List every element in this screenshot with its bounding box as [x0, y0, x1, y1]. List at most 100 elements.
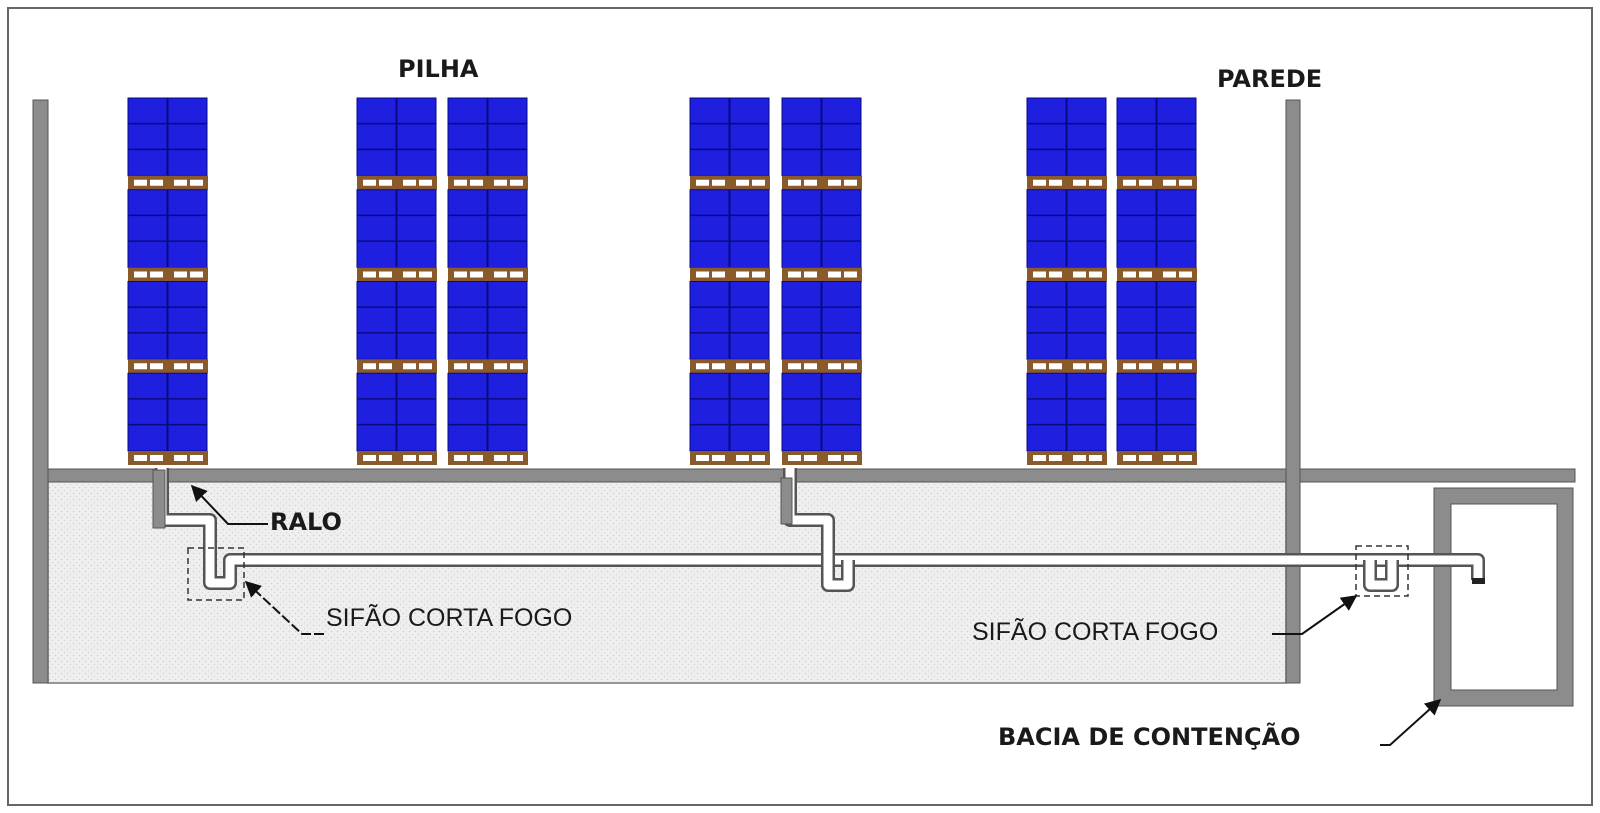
pallet-slot	[1049, 455, 1062, 461]
pallet-slot	[804, 179, 817, 186]
drum	[487, 281, 528, 360]
pallet	[782, 267, 862, 282]
pallet	[357, 451, 437, 465]
drum	[781, 372, 822, 452]
pallet-slot	[379, 363, 392, 370]
pallet-slot	[470, 455, 483, 461]
pallet-slot	[1049, 271, 1062, 278]
pallet-slot	[403, 179, 416, 186]
drum	[1116, 372, 1157, 452]
drum	[1156, 281, 1197, 360]
pallet-slot	[1163, 271, 1176, 278]
pallet-slot	[1139, 363, 1152, 370]
pallet-slot	[190, 179, 203, 186]
pallet-slot	[1139, 455, 1152, 461]
drum	[1026, 189, 1067, 268]
pallet	[128, 175, 208, 190]
pallet-slot	[1089, 271, 1102, 278]
pallet-slot	[736, 363, 749, 370]
pallet-slot	[379, 271, 392, 278]
pallet-slot	[752, 455, 765, 461]
drum	[781, 281, 822, 360]
drum	[1066, 97, 1107, 177]
pallet-slot	[804, 271, 817, 278]
pallet	[128, 267, 208, 282]
pallet-slot	[1073, 271, 1086, 278]
pallet-slot	[1033, 363, 1046, 370]
pallet-slot	[828, 455, 841, 461]
drum	[396, 189, 437, 268]
pallet	[782, 359, 862, 374]
pallet	[357, 175, 437, 190]
pallet	[1027, 267, 1107, 282]
pallet-slot	[712, 179, 725, 186]
pallet-slot	[363, 363, 376, 370]
drum	[447, 281, 488, 360]
drum	[1116, 189, 1157, 268]
pallet-slot	[1089, 363, 1102, 370]
drum	[1116, 281, 1157, 360]
pallet	[448, 175, 528, 190]
pallet-slot	[174, 179, 187, 186]
pallet	[690, 359, 770, 374]
pallet-slot	[403, 455, 416, 461]
pallet-slot	[150, 363, 163, 370]
pallet-slot	[510, 179, 523, 186]
drum-stack	[689, 97, 770, 465]
pallet-slot	[454, 455, 467, 461]
drum	[689, 97, 730, 177]
drum	[356, 189, 397, 268]
label-bacia: BACIA DE CONTENÇÃO	[998, 722, 1301, 751]
pallet	[448, 451, 528, 465]
drum	[781, 97, 822, 177]
pallet	[1117, 267, 1197, 282]
pallet-slot	[712, 455, 725, 461]
ralo-leader	[190, 484, 268, 525]
pallet	[1117, 175, 1197, 190]
label-pilha: PILHA	[398, 55, 479, 83]
drum	[1026, 97, 1067, 177]
drum	[396, 281, 437, 360]
drum	[689, 281, 730, 360]
drum	[127, 189, 168, 268]
pallet-slot	[379, 455, 392, 461]
pallet-slot	[736, 271, 749, 278]
drum	[821, 372, 862, 452]
pallet	[128, 451, 208, 465]
pallet-slot	[1179, 455, 1192, 461]
pallet-slot	[1033, 455, 1046, 461]
drum-stacks	[127, 97, 1197, 465]
pallet-slot	[1163, 363, 1176, 370]
pallet-slot	[419, 179, 432, 186]
pallet-slot	[828, 271, 841, 278]
right-wall	[1285, 99, 1301, 684]
pallet-slot	[419, 455, 432, 461]
drum	[1156, 189, 1197, 268]
pallet-slot	[1139, 179, 1152, 186]
pallet-slot	[712, 363, 725, 370]
pallet-slot	[1179, 179, 1192, 186]
pallet-slot	[696, 179, 709, 186]
drum	[689, 372, 730, 452]
pallet-slot	[788, 455, 801, 461]
pallet-slot	[736, 179, 749, 186]
pallet	[690, 175, 770, 190]
drum	[729, 189, 770, 268]
pallet-slot	[494, 363, 507, 370]
pallet-slot	[190, 271, 203, 278]
drum	[781, 189, 822, 268]
pallet-slot	[804, 455, 817, 461]
drum-stack	[447, 97, 528, 465]
pallet-slot	[454, 179, 467, 186]
pallet-slot	[510, 271, 523, 278]
drum	[1066, 281, 1107, 360]
pallet-slot	[1049, 179, 1062, 186]
pallet-slot	[174, 455, 187, 461]
drum-stack	[356, 97, 437, 465]
drain-middle-body	[780, 477, 793, 525]
pallet-slot	[510, 455, 523, 461]
drum	[689, 189, 730, 268]
pallet-slot	[844, 271, 857, 278]
drum	[127, 97, 168, 177]
